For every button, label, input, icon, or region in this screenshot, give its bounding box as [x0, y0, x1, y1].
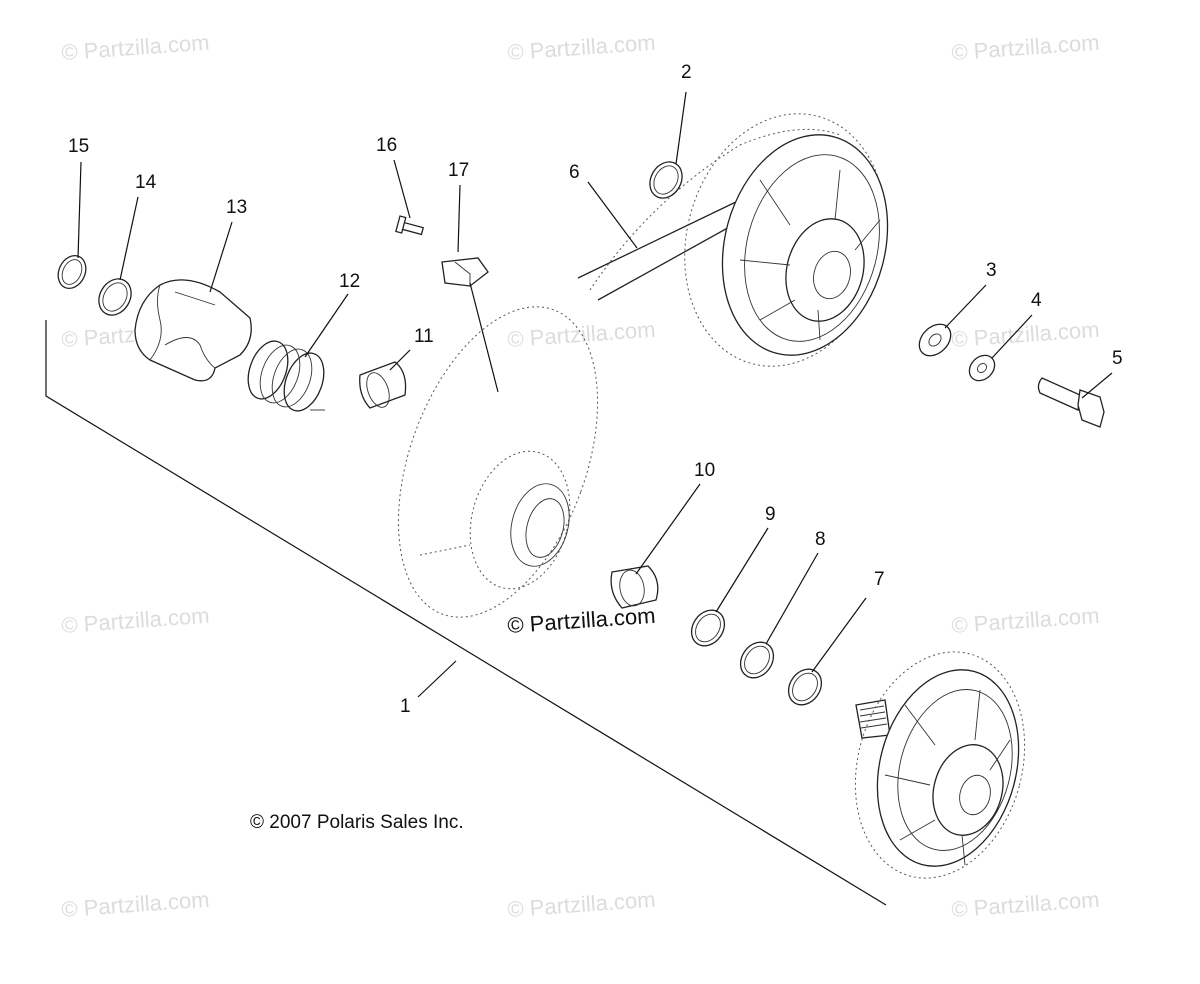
washer-part-4 [968, 354, 996, 382]
callout-3: 3 [986, 260, 997, 281]
leader-4 [991, 314, 1033, 359]
slider-block-part [441, 257, 489, 287]
watermark: © Partzilla.com [61, 603, 211, 638]
callout-4: 4 [1031, 290, 1042, 311]
upper-clutch-part [684, 113, 889, 367]
callout-9: 9 [765, 504, 776, 525]
callout-1: 1 [400, 696, 411, 717]
callout-12: 12 [339, 271, 360, 292]
leader-lines [77, 91, 1113, 698]
leader-11 [389, 349, 411, 371]
snap-ring-part [57, 254, 87, 290]
center-watermark: © Partzilla.com [507, 603, 657, 638]
o-ring-part-2 [649, 161, 683, 199]
callout-17: 17 [448, 160, 469, 181]
copyright-text: © 2007 Polaris Sales Inc. [250, 812, 464, 833]
screw-part [395, 215, 425, 236]
fixed-sheave-part [854, 651, 1026, 879]
callout-7: 7 [874, 569, 885, 590]
leader-9 [715, 527, 769, 613]
watermark: © Partzilla.com [507, 30, 657, 65]
watermark: © Partzilla.com [61, 887, 211, 922]
leader-7 [811, 597, 867, 673]
bushing-part-11 [359, 361, 407, 409]
leader-8 [765, 552, 819, 645]
leader-10 [635, 483, 701, 575]
movable-sheave-part [397, 306, 599, 618]
leader-2 [675, 91, 687, 165]
washer-part-8 [739, 641, 775, 679]
callout-11: 11 [414, 326, 434, 347]
leader-6 [587, 181, 638, 249]
leader-16 [393, 159, 411, 219]
leader-12 [304, 293, 349, 358]
callout-6: 6 [569, 162, 580, 183]
leader-5 [1081, 372, 1113, 399]
watermark: © Partzilla.com [507, 887, 657, 922]
watermark: © Partzilla.com [61, 30, 211, 65]
callout-8: 8 [815, 529, 826, 550]
washer-part-9 [690, 609, 726, 647]
leader-15 [77, 161, 82, 259]
callout-10: 10 [694, 460, 715, 481]
callout-2: 2 [681, 62, 692, 83]
callout-labels: 1 2 3 4 5 6 7 8 9 10 11 12 13 14 15 16 1… [68, 62, 1123, 717]
leader-13 [209, 221, 233, 293]
leader-1 [417, 660, 457, 698]
watermark: © Partzilla.com [951, 30, 1101, 65]
assembly-bracket [45, 320, 887, 906]
cam-part [134, 279, 252, 382]
callout-14: 14 [135, 172, 157, 193]
leader-3 [944, 284, 987, 329]
washer-part-14 [98, 278, 132, 316]
callout-5: 5 [1112, 348, 1123, 369]
leader-17b [469, 282, 499, 393]
spring-part [247, 340, 325, 412]
watermark: © Partzilla.com [951, 603, 1101, 638]
watermark: © Partzilla.com [951, 887, 1101, 922]
washer-part-7 [787, 668, 823, 706]
leader-14 [119, 196, 139, 281]
callout-15: 15 [68, 136, 89, 157]
callout-16: 16 [376, 135, 397, 156]
watermark: © Partzilla.com [507, 317, 657, 352]
bolt-part [1037, 377, 1105, 428]
washer-part-3 [918, 323, 952, 357]
leader-17 [457, 184, 461, 253]
callout-13: 13 [226, 197, 247, 218]
bushing-part-10 [610, 565, 659, 609]
